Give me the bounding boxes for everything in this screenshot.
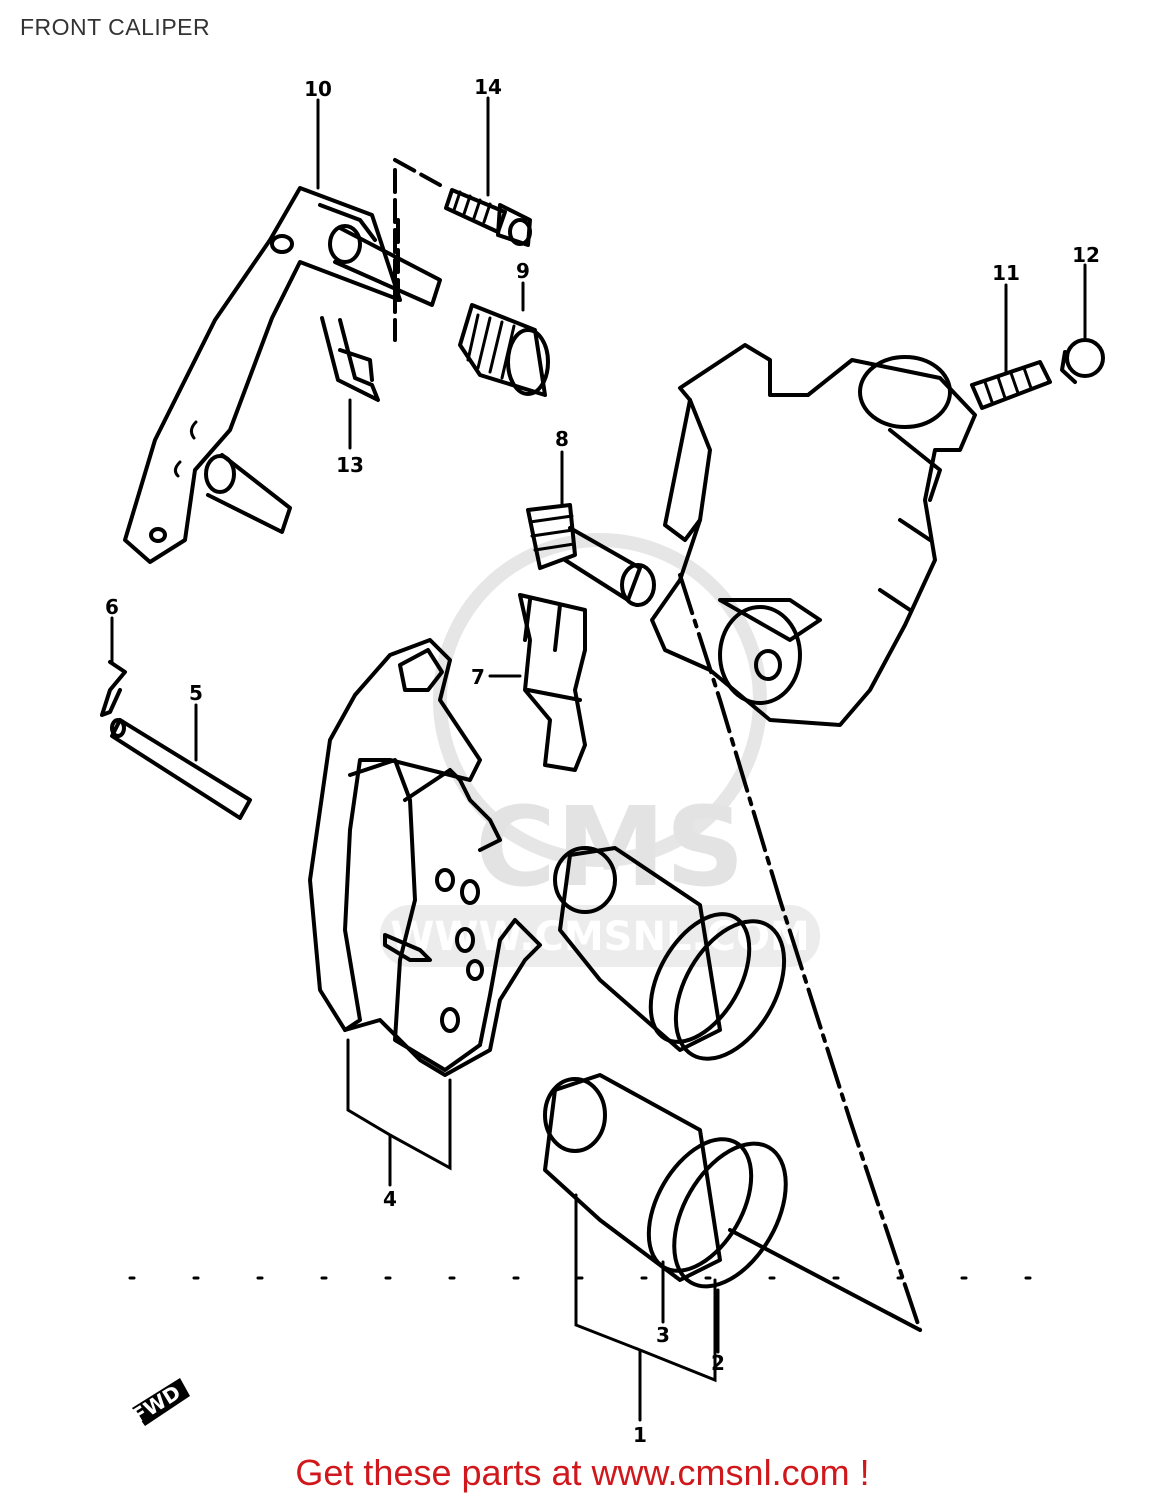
lower-piston[interactable]	[543, 1073, 809, 1306]
watermark-logo: CMS WWW.CMSNL.COM	[380, 533, 820, 967]
label-5: 5	[189, 681, 203, 705]
part-11-bleeder-screw[interactable]	[970, 360, 1052, 410]
part-10-caliper-bracket[interactable]	[123, 186, 442, 564]
part-8-slide-pin[interactable]	[526, 503, 656, 607]
upper-piston[interactable]	[553, 846, 806, 1077]
label-4: 4	[383, 1187, 397, 1211]
label-3: 3	[656, 1323, 670, 1347]
cmsnl-footer-link[interactable]: Get these parts at www.cmsnl.com !	[295, 1452, 870, 1493]
label-13: 13	[336, 453, 364, 477]
label-2: 2	[711, 1351, 725, 1375]
part-7-pad-spring[interactable]	[518, 593, 587, 772]
label-1: 1	[633, 1423, 647, 1447]
part-9-boot[interactable]	[458, 303, 550, 397]
part-4-brake-pads[interactable]	[308, 638, 542, 1077]
leader-lines	[110, 96, 1087, 1422]
part-5-pad-pin[interactable]	[110, 718, 252, 820]
part-12-cap[interactable]	[1060, 338, 1105, 384]
label-12: 12	[1072, 243, 1100, 267]
part-14-bolt[interactable]	[444, 188, 532, 247]
page-title: FRONT CALIPER	[20, 14, 211, 40]
label-6: 6	[105, 595, 119, 619]
label-14: 14	[474, 75, 502, 99]
label-10: 10	[304, 77, 332, 101]
part-6-clip[interactable]	[100, 660, 127, 717]
fwd-label: FWD	[128, 1380, 185, 1428]
fwd-arrow-icon: FWD	[128, 1378, 190, 1428]
label-9: 9	[516, 259, 530, 283]
label-11: 11	[992, 261, 1020, 285]
caliper-body[interactable]	[650, 343, 977, 727]
label-8: 8	[555, 427, 569, 451]
part-13-clip[interactable]	[320, 316, 380, 402]
label-7: 7	[471, 665, 485, 689]
